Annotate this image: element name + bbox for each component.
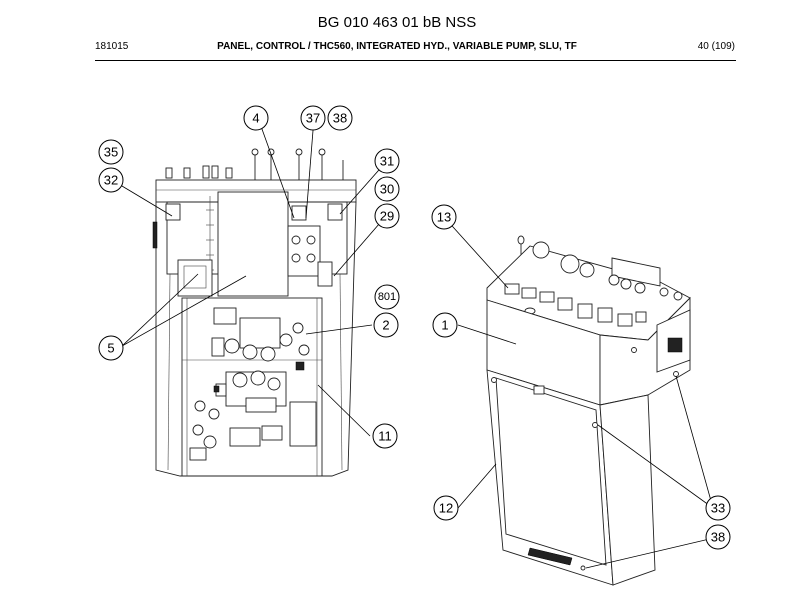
front-view-drawing: [152, 148, 357, 477]
callout-38-top-label: 38: [333, 111, 347, 126]
header-description: PANEL, CONTROL / THC560, INTEGRATED HYD.…: [217, 41, 577, 52]
callout-35-label: 35: [104, 145, 118, 160]
callout-5: 5: [98, 335, 124, 361]
callout-1: 1: [432, 312, 458, 338]
callout-2: 2: [373, 312, 399, 338]
callout-4: 4: [243, 105, 269, 131]
callout-37-label: 37: [306, 111, 320, 126]
callout-12-label: 12: [439, 501, 453, 516]
callout-5-label: 5: [107, 341, 114, 356]
callout-1-label: 1: [441, 318, 448, 333]
callout-30-label: 30: [380, 182, 394, 197]
callout-38-top: 38: [327, 105, 353, 131]
callout-801: 801: [374, 284, 400, 310]
header-code: 181015: [95, 41, 129, 52]
header-page-number: 40 (109): [697, 41, 735, 52]
callout-29: 29: [374, 203, 400, 229]
callout-2-label: 2: [382, 318, 389, 333]
isometric-view-drawing: [486, 235, 691, 586]
leader-lines: [111, 117, 719, 569]
callout-35: 35: [98, 139, 124, 165]
callout-29-label: 29: [380, 209, 394, 224]
callout-32: 32: [98, 167, 124, 193]
callout-37: 37: [300, 105, 326, 131]
callout-13: 13: [431, 204, 457, 230]
callout-11: 11: [372, 423, 398, 449]
callout-33-label: 33: [711, 501, 725, 516]
callout-30: 30: [374, 176, 400, 202]
callout-11-label: 11: [378, 429, 392, 444]
callout-31-label: 31: [380, 154, 394, 169]
callout-33: 33: [705, 495, 731, 521]
callout-38-bottom-label: 38: [711, 530, 725, 545]
callout-13-label: 13: [437, 210, 451, 225]
header-rule: [95, 60, 736, 61]
callout-4-label: 4: [252, 111, 259, 126]
callout-801-label: 801: [378, 291, 396, 303]
document-title: BG 010 463 01 bB NSS: [317, 14, 477, 31]
callout-31: 31: [374, 148, 400, 174]
callout-32-label: 32: [104, 173, 118, 188]
callout-38-bottom: 38: [705, 524, 731, 550]
callout-12: 12: [433, 495, 459, 521]
